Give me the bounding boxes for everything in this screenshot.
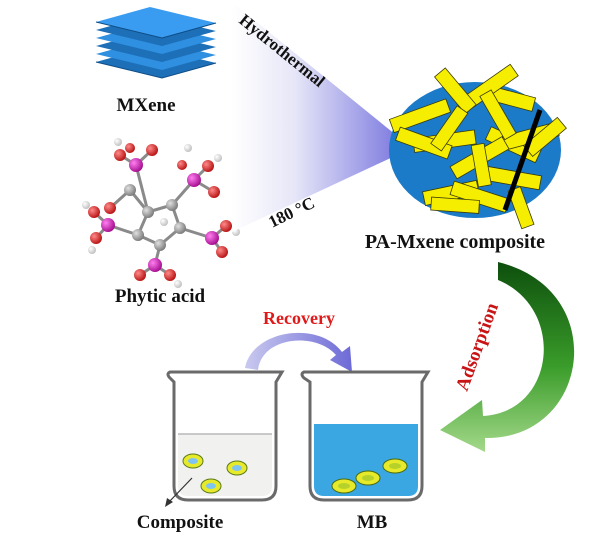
phytic-acid-molecule bbox=[82, 138, 240, 288]
recovery-label: Recovery bbox=[263, 308, 335, 328]
adsorption-arrow bbox=[440, 262, 575, 452]
process-arrow bbox=[232, 2, 412, 232]
composite-particle bbox=[355, 470, 381, 486]
mb-beaker-label: MB bbox=[357, 512, 388, 533]
composite-particle bbox=[226, 460, 248, 476]
composite-product-label: PA-Mxene composite bbox=[365, 231, 545, 253]
composite-particle bbox=[331, 478, 357, 494]
composite-beaker-label: Composite bbox=[137, 512, 224, 533]
recovery-arrow bbox=[245, 332, 352, 372]
adsorption-label: Adsorption bbox=[452, 300, 503, 394]
mxene-label: MXene bbox=[116, 95, 175, 116]
composite-particle bbox=[382, 458, 408, 474]
phytic-acid-label: Phytic acid bbox=[115, 286, 206, 307]
composite-cluster bbox=[388, 63, 567, 230]
mxene-sheets bbox=[95, 7, 217, 79]
composite-particle bbox=[182, 453, 204, 469]
beaker-composite bbox=[165, 370, 285, 507]
beaker-mb bbox=[300, 370, 431, 502]
composite-particle bbox=[200, 478, 222, 494]
